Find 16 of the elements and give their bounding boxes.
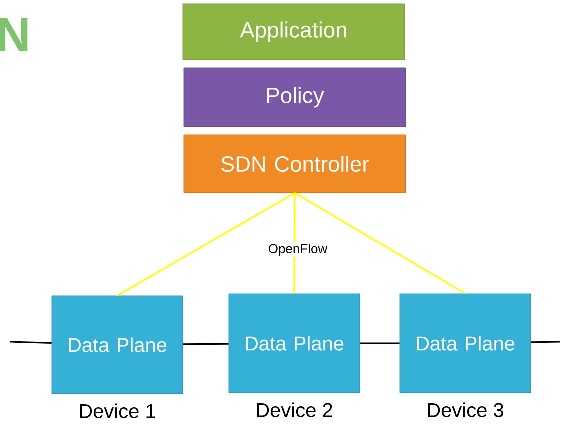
layer-box: SDN Controller: [184, 134, 406, 194]
device-label: Device 2: [257, 402, 332, 418]
data-plane-box: Data Plane: [228, 294, 360, 394]
network-line: [531, 341, 560, 344]
network-line: [360, 342, 400, 344]
device-label: Device 3: [428, 402, 504, 418]
device-label: Device 1: [80, 404, 156, 418]
layer-box: Application: [182, 4, 406, 60]
data-plane-box: Data Plane: [52, 296, 184, 394]
connector-line: [117, 192, 296, 296]
data-plane-box: Data Plane: [400, 294, 532, 394]
network-line: [10, 341, 52, 344]
connector-line: [294, 192, 466, 294]
network-line: [183, 343, 229, 346]
layer-box: Policy: [184, 68, 406, 128]
edge-label: OpenFlow: [267, 242, 329, 258]
